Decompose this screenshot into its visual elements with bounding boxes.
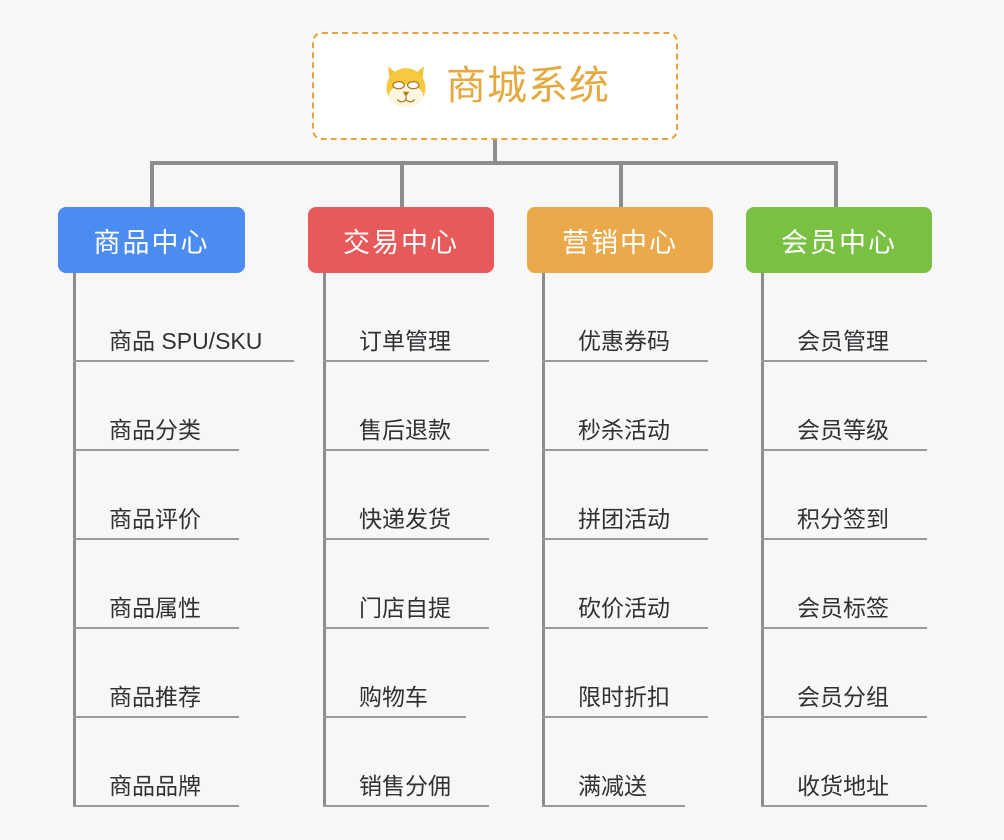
- list-item-label: 商品评价: [109, 505, 201, 532]
- column-marketing-center: 营销中心 优惠券码 秒杀活动 拼团活动 砍价活动 限时折扣 满减送: [527, 207, 713, 807]
- list-item[interactable]: 快递发货: [323, 451, 489, 540]
- dog-face-icon: [386, 66, 426, 109]
- list-item-label: 会员管理: [797, 327, 889, 354]
- connector-root-stem: [493, 140, 497, 164]
- list-item-label: 快递发货: [359, 505, 451, 532]
- column-trade-center: 交易中心 订单管理 售后退款 快递发货 门店自提 购物车 销售分佣: [308, 207, 494, 807]
- list-item-label: 会员等级: [797, 416, 889, 443]
- list-item[interactable]: 门店自提: [323, 540, 489, 629]
- connector-drop-2: [400, 161, 404, 207]
- list-item[interactable]: 收货地址: [761, 718, 927, 807]
- list-item[interactable]: 售后退款: [323, 362, 489, 451]
- list-item[interactable]: 商品属性: [73, 540, 239, 629]
- column-spine: [542, 273, 545, 807]
- connector-drop-1: [150, 161, 154, 207]
- list-item-label: 会员标签: [797, 594, 889, 621]
- list-item-label: 商品属性: [109, 594, 201, 621]
- list-item[interactable]: 商品推荐: [73, 629, 239, 718]
- list-item-label: 销售分佣: [359, 772, 451, 799]
- list-item[interactable]: 会员分组: [761, 629, 927, 718]
- category-header-label: 交易中心: [343, 227, 459, 258]
- root-node[interactable]: 商城系统: [312, 32, 678, 140]
- list-item-label: 满减送: [578, 772, 647, 799]
- list-item[interactable]: 商品评价: [73, 451, 239, 540]
- leaf-list: 优惠券码 秒杀活动 拼团活动 砍价活动 限时折扣 满减送: [542, 273, 708, 807]
- list-item[interactable]: 会员等级: [761, 362, 927, 451]
- leaf-list: 会员管理 会员等级 积分签到 会员标签 会员分组 收货地址: [761, 273, 927, 807]
- connector-drop-3: [619, 161, 623, 207]
- list-item-label: 优惠券码: [578, 327, 670, 354]
- list-item[interactable]: 会员管理: [761, 273, 927, 362]
- list-item-label: 拼团活动: [578, 505, 670, 532]
- category-header-label: 商品中心: [93, 227, 210, 258]
- list-item-label: 商品推荐: [109, 683, 201, 710]
- category-header-trade-center[interactable]: 交易中心: [308, 207, 494, 273]
- column-member-center: 会员中心 会员管理 会员等级 积分签到 会员标签 会员分组 收货地址: [746, 207, 932, 807]
- list-item-label: 限时折扣: [578, 683, 670, 710]
- list-item[interactable]: 拼团活动: [542, 451, 708, 540]
- category-header-marketing-center[interactable]: 营销中心: [527, 207, 713, 273]
- list-item[interactable]: 订单管理: [323, 273, 489, 362]
- list-item[interactable]: 商品 SPU/SKU: [73, 273, 294, 362]
- list-item[interactable]: 商品分类: [73, 362, 239, 451]
- column-spine: [323, 273, 326, 807]
- list-item-label: 售后退款: [359, 416, 451, 443]
- list-item-label: 订单管理: [359, 327, 451, 354]
- list-item-label: 会员分组: [797, 683, 889, 710]
- leaf-list: 订单管理 售后退款 快递发货 门店自提 购物车 销售分佣: [323, 273, 489, 807]
- list-item[interactable]: 满减送: [542, 718, 685, 807]
- list-item[interactable]: 限时折扣: [542, 629, 708, 718]
- column-product-center: 商品中心 商品 SPU/SKU 商品分类 商品评价 商品属性 商品推荐 商品品牌: [58, 207, 294, 807]
- category-header-label: 会员中心: [781, 227, 897, 258]
- list-item-label: 商品品牌: [109, 772, 201, 799]
- list-item[interactable]: 秒杀活动: [542, 362, 708, 451]
- connector-horizontal-bus: [150, 161, 838, 165]
- list-item-label: 积分签到: [797, 505, 889, 532]
- list-item-label: 砍价活动: [578, 594, 670, 621]
- list-item-label: 商品分类: [109, 416, 201, 443]
- category-header-product-center[interactable]: 商品中心: [58, 207, 245, 273]
- list-item[interactable]: 销售分佣: [323, 718, 489, 807]
- list-item-label: 收货地址: [797, 772, 889, 799]
- connector-drop-4: [834, 161, 838, 207]
- list-item[interactable]: 积分签到: [761, 451, 927, 540]
- category-header-label: 营销中心: [562, 227, 678, 258]
- list-item-label: 购物车: [359, 683, 428, 710]
- list-item-label: 秒杀活动: [578, 416, 670, 443]
- leaf-list: 商品 SPU/SKU 商品分类 商品评价 商品属性 商品推荐 商品品牌: [73, 273, 294, 807]
- list-item-label: 门店自提: [359, 594, 451, 621]
- category-header-member-center[interactable]: 会员中心: [746, 207, 932, 273]
- list-item[interactable]: 商品品牌: [73, 718, 239, 807]
- list-item[interactable]: 会员标签: [761, 540, 927, 629]
- column-spine: [761, 273, 764, 807]
- list-item-label: 商品 SPU/SKU: [109, 327, 263, 354]
- root-title: 商城系统: [446, 64, 610, 108]
- column-spine: [73, 273, 76, 807]
- list-item[interactable]: 砍价活动: [542, 540, 708, 629]
- list-item[interactable]: 优惠券码: [542, 273, 708, 362]
- list-item[interactable]: 购物车: [323, 629, 466, 718]
